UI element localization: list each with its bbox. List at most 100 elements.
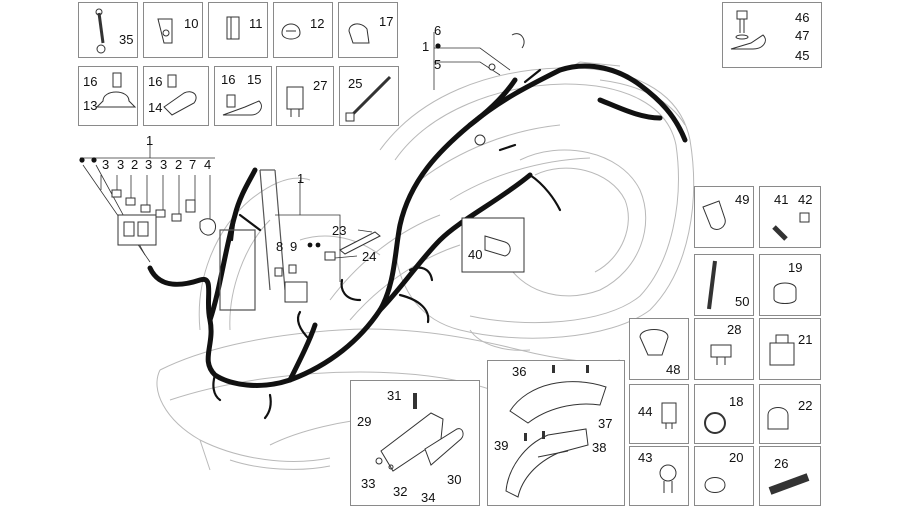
part-box-cover-assembly: 36 37 39 38 xyxy=(487,360,625,506)
ground-wire-icon xyxy=(95,8,106,54)
cable-tie-icon xyxy=(345,75,392,122)
part-number: 36 xyxy=(512,364,527,379)
part-number: 42 xyxy=(798,192,813,207)
callout-connector: 2 xyxy=(131,157,139,172)
part-box-20: 20 xyxy=(694,446,754,506)
connector-clip-icon xyxy=(286,86,304,117)
callout-front-harness: 1 xyxy=(297,171,305,186)
part-number: 39 xyxy=(494,438,509,453)
part-number: 10 xyxy=(184,16,199,31)
part-number: 35 xyxy=(119,32,134,47)
clamp-with-bolt-icon xyxy=(95,72,137,108)
part-number: 16 xyxy=(83,74,98,89)
cable-clip-icon xyxy=(767,407,789,430)
part-box-46-47-45: 46 47 45 xyxy=(722,2,822,68)
part-number: 13 xyxy=(83,98,98,113)
part-box-12: 12 xyxy=(273,2,333,58)
part-box-14: 16 14 xyxy=(143,66,209,126)
part-number: 12 xyxy=(310,16,325,31)
callout-connector: 3 xyxy=(102,157,110,172)
part-number: 20 xyxy=(729,450,744,465)
callout-fuse: 8 xyxy=(276,239,284,254)
hose-clamp-icon xyxy=(704,412,726,434)
callout-connector: 7 xyxy=(189,157,197,172)
part-box-49: 49 xyxy=(694,186,754,248)
part-box-48: 48 xyxy=(629,318,689,380)
part-box-17: 17 xyxy=(338,2,398,58)
callout-rear: 5 xyxy=(434,57,442,72)
part-number: 19 xyxy=(788,260,803,275)
callout-connector: 2 xyxy=(175,157,183,172)
part-number: 17 xyxy=(379,14,394,29)
part-box-switch-assembly: 31 29 33 32 34 30 xyxy=(350,380,480,506)
callout-connector: 3 xyxy=(145,157,153,172)
part-number: 43 xyxy=(638,450,653,465)
part-box-28: 28 xyxy=(694,318,754,380)
part-number: 18 xyxy=(729,394,744,409)
grommet-icon xyxy=(773,282,797,304)
part-number: 38 xyxy=(592,440,607,455)
part-number: 28 xyxy=(727,322,742,337)
part-box-15: 16 15 xyxy=(214,66,272,126)
part-number: 33 xyxy=(361,476,376,491)
part-box-50: 50 xyxy=(694,254,754,316)
part-box-21: 21 xyxy=(759,318,821,380)
strap-clip-icon xyxy=(348,23,370,44)
part-number: 50 xyxy=(735,294,750,309)
callout-fuse: 9 xyxy=(290,239,298,254)
part-number: 27 xyxy=(313,78,328,93)
part-box-25: 25 xyxy=(339,66,399,126)
part-box-43: 43 xyxy=(629,446,689,506)
bracket-clip-icon xyxy=(769,334,795,366)
handlebar-switch-illustration xyxy=(375,393,464,472)
part-number: 25 xyxy=(348,76,363,91)
part-number: 34 xyxy=(421,490,436,505)
handlebar-cover-illustration xyxy=(505,365,607,498)
part-box-13: 16 13 xyxy=(78,66,138,126)
screw-and-clamp-icon xyxy=(730,10,766,50)
part-number: 32 xyxy=(393,484,408,499)
part-box-18: 18 xyxy=(694,384,754,444)
part-number: 30 xyxy=(447,472,462,487)
horn-connector-icon xyxy=(659,464,677,493)
part-number: 49 xyxy=(735,192,750,207)
part-number: 11 xyxy=(249,16,263,31)
part-number: 46 xyxy=(795,10,810,25)
cable-clamp-icon xyxy=(281,23,301,40)
part-box-26: 26 xyxy=(759,446,821,506)
sensor-switch-icon xyxy=(661,402,677,429)
callout-connector: 3 xyxy=(117,157,125,172)
part-number: 31 xyxy=(387,388,402,403)
clamp-clip-icon xyxy=(639,329,669,356)
part-number: 41 xyxy=(774,192,789,207)
part-box-22: 22 xyxy=(759,384,821,444)
callout-rear: 6 xyxy=(434,23,442,38)
callout-connector: 4 xyxy=(204,157,212,172)
tube-sleeve-icon xyxy=(768,473,810,495)
part-number: 16 xyxy=(148,74,163,89)
clip-icon xyxy=(226,16,240,40)
part-number: 48 xyxy=(666,362,681,377)
rubber-clip-icon xyxy=(704,477,726,493)
part-number: 22 xyxy=(798,398,813,413)
strap-bracket-icon xyxy=(163,74,197,116)
callout-fuse-holder: 23 xyxy=(332,223,347,238)
part-box-35: 35 xyxy=(78,2,138,58)
part-number: 16 xyxy=(221,72,236,87)
plug-terminal-icon xyxy=(772,212,810,241)
part-box-10: 10 xyxy=(143,2,203,58)
part-box-19: 19 xyxy=(759,254,821,316)
part-number: 44 xyxy=(638,404,653,419)
part-number: 26 xyxy=(774,456,789,471)
callout-rear: 1 xyxy=(422,39,430,54)
sleeve-tube-icon xyxy=(707,260,717,310)
callout-harness-main: 1 xyxy=(146,133,154,148)
part-number: 37 xyxy=(598,416,613,431)
part-box-27: 27 xyxy=(276,66,334,126)
part-number: 47 xyxy=(795,28,810,43)
callout-connector: 3 xyxy=(160,157,168,172)
part-number: 21 xyxy=(798,332,813,347)
part-number: 45 xyxy=(795,48,810,63)
